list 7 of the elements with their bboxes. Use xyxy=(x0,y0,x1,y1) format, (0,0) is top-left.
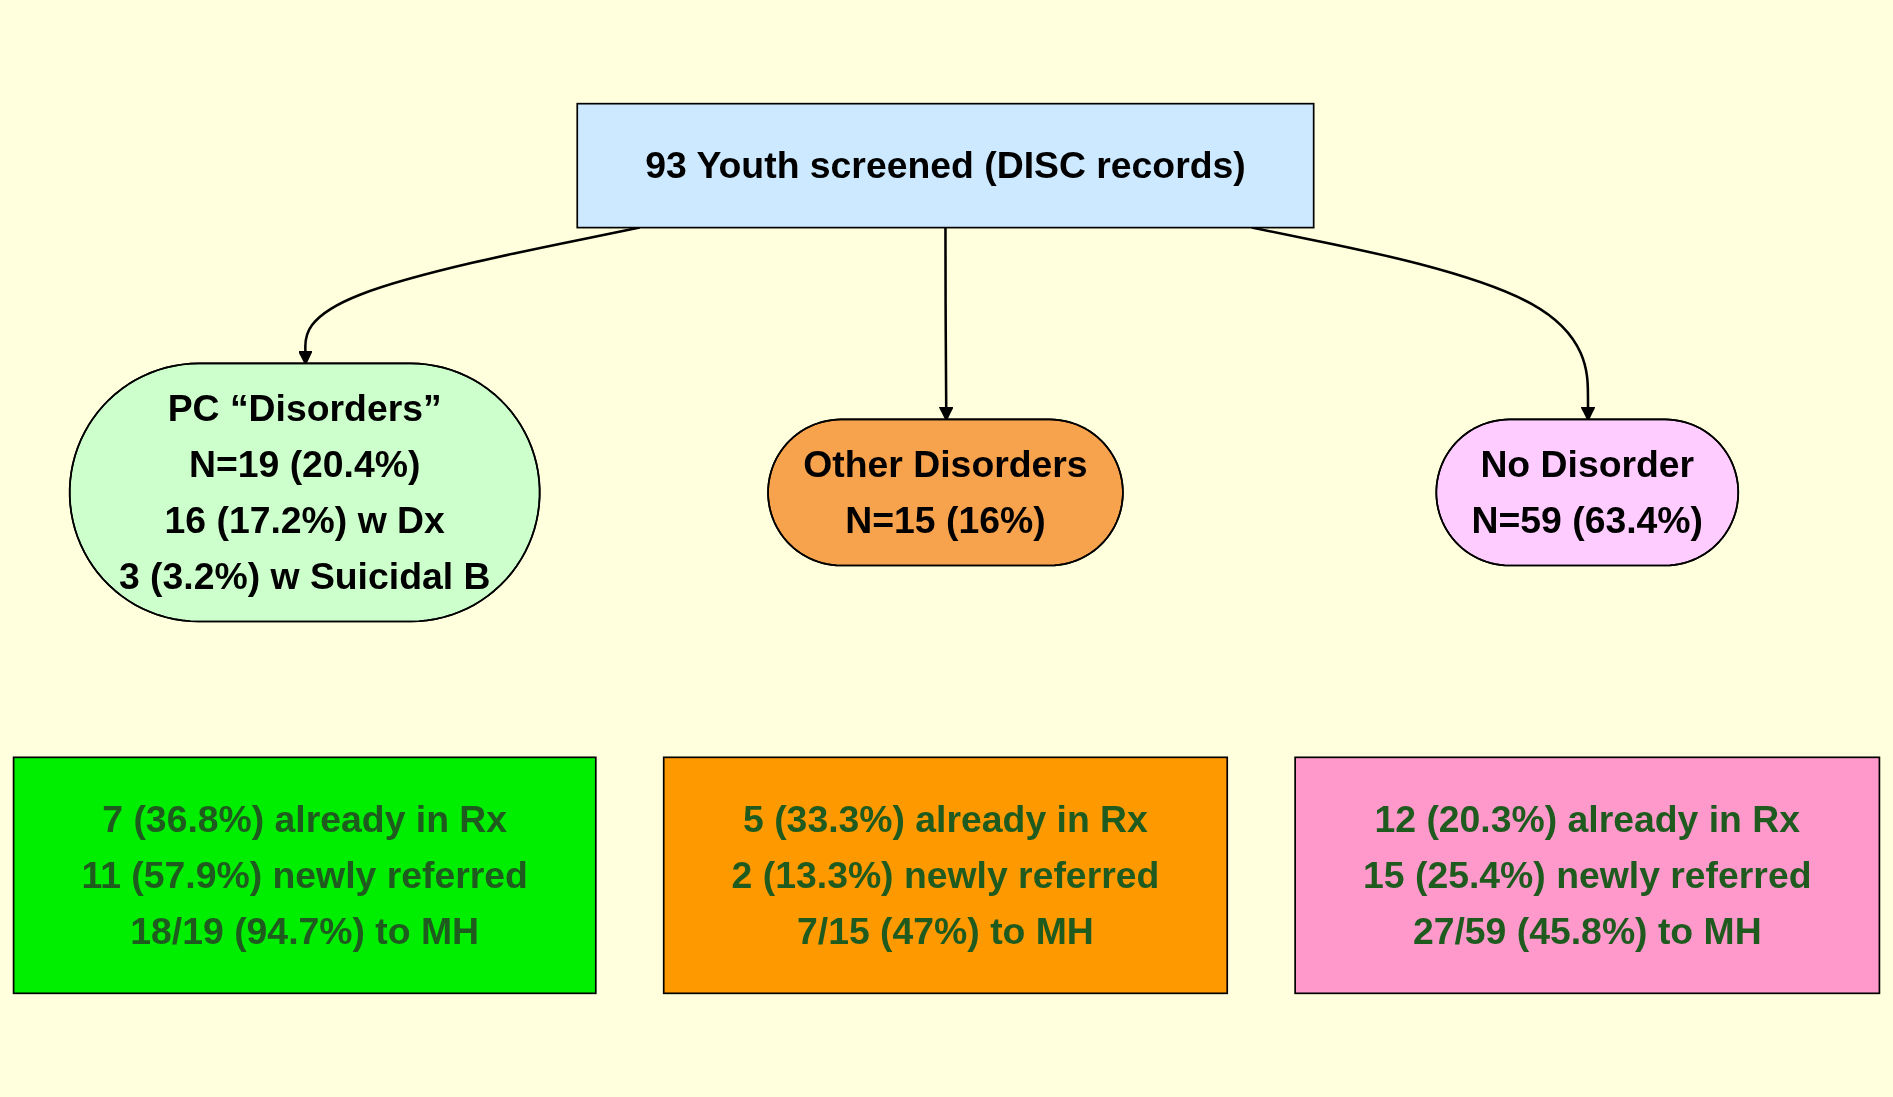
node-box: 5 (33.3%) already in Rx 2 (13.3%) newly referred 7/15 (47%) to MH xyxy=(662,756,1229,995)
arrow xyxy=(938,227,954,421)
node-box: 7 (36.8%) already in Rx 11 (57.9%) newly referred 18/19 (94.7%) to MH xyxy=(12,756,597,995)
node-box: 12 (20.3%) already in Rx 15 (25.4%) newly referred 27/59 (45.8%) to MH xyxy=(1294,756,1881,995)
arrow xyxy=(1251,226,1596,421)
arrow xyxy=(297,226,640,365)
node-box: 93 Youth screened (DISC records) xyxy=(576,102,1315,229)
